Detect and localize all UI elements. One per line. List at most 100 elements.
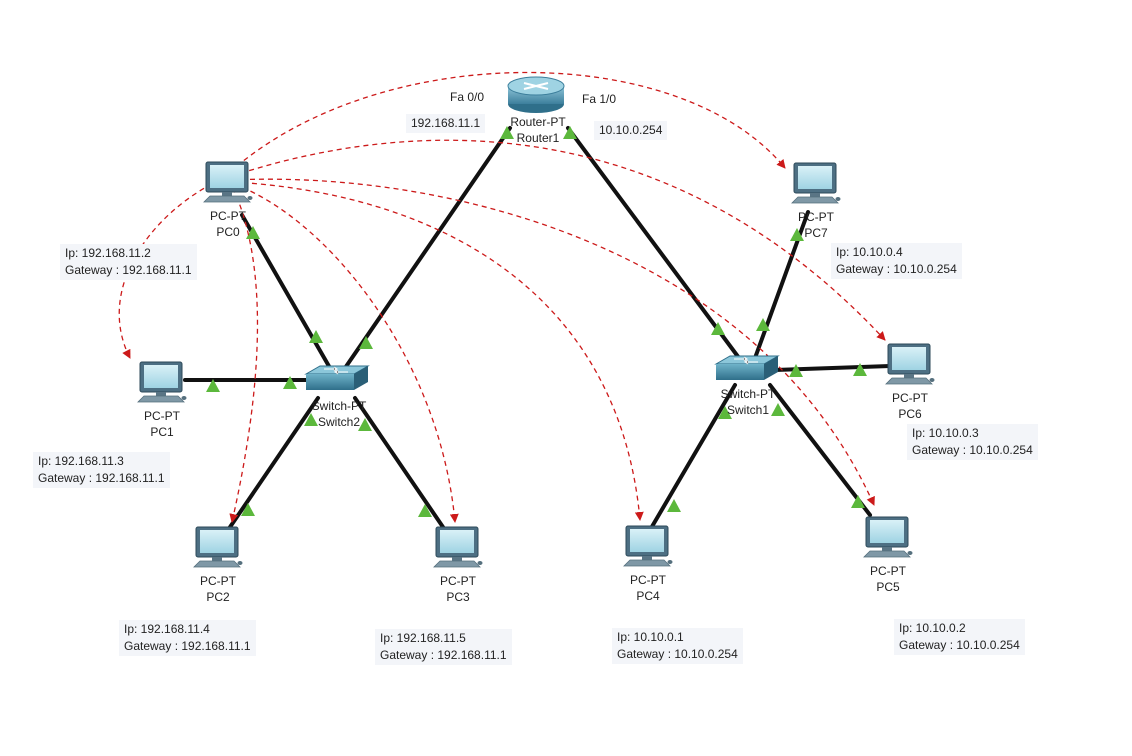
- link-up-indicator: [789, 364, 803, 377]
- pc3-type-label: PC-PT: [440, 574, 477, 588]
- link-up-indicator: [853, 363, 867, 376]
- pc5-address-note: Ip: 10.10.0.2 Gateway : 10.10.0.254: [894, 619, 1025, 655]
- link-up-indicator: [358, 418, 372, 431]
- pc2-ip: Ip: 192.168.11.4: [124, 622, 210, 636]
- link-up-indicator: [711, 322, 725, 335]
- router-ip-fa00: 192.168.11.1: [406, 114, 486, 133]
- router-router1[interactable]: [507, 76, 565, 113]
- pc5-ip: Ip: 10.10.0.2: [899, 621, 966, 635]
- pc3-ip: Ip: 192.168.11.5: [380, 631, 466, 645]
- router-interface-fa00: Fa 0/0: [450, 90, 485, 104]
- link-up-indicator: [718, 406, 732, 419]
- pc3-address-note: Ip: 192.168.11.5 Gateway : 192.168.11.1: [375, 629, 512, 665]
- pc7-name-label: PC7: [804, 226, 828, 240]
- pc1-address-note: Ip: 192.168.11.3 Gateway : 192.168.11.1: [33, 452, 170, 488]
- pc-device-pc0[interactable]: [203, 161, 253, 203]
- link-up-indicator: [283, 376, 297, 389]
- pc2-address-note: Ip: 192.168.11.4 Gateway : 192.168.11.1: [119, 620, 256, 656]
- pc2-gateway: Gateway : 192.168.11.1: [124, 639, 251, 653]
- ping-path-pc0-pc5: [231, 139, 886, 341]
- pc-device-pc5[interactable]: [863, 516, 913, 558]
- pc3-name-label: PC3: [446, 590, 470, 604]
- pc7-gateway: Gateway : 10.10.0.254: [836, 262, 957, 276]
- pc-device-pc6[interactable]: [885, 343, 935, 385]
- keyboard-icon: [193, 560, 241, 568]
- link-pc5-switch1[interactable]: [768, 383, 872, 517]
- ping-path-pc0-pc1: [118, 175, 229, 359]
- link-pc6-switch1[interactable]: [773, 364, 892, 372]
- ping-path-pc0-pc6: [231, 178, 875, 506]
- link-up-indicator: [563, 126, 577, 139]
- ping-paths: [118, 71, 886, 523]
- pc6-type-label: PC-PT: [892, 391, 929, 405]
- router-interface-fa10: Fa 1/0: [582, 92, 617, 106]
- link-up-indicator: [851, 495, 865, 508]
- ping-path-pc0-pc2: [229, 187, 259, 523]
- pc1-gateway: Gateway : 192.168.11.1: [38, 471, 165, 485]
- link-up-indicator: [756, 318, 770, 331]
- pc7-address-note: Ip: 10.10.0.4 Gateway : 10.10.0.254: [831, 243, 962, 279]
- pc1-name-label: PC1: [150, 425, 174, 439]
- pc4-name-label: PC4: [636, 589, 660, 603]
- switch-switch2[interactable]: [304, 365, 370, 390]
- link-up-indicator: [500, 126, 514, 139]
- keyboard-icon: [433, 560, 481, 568]
- switch1-name-label: Switch1: [727, 403, 769, 417]
- keyboard-icon: [885, 377, 933, 385]
- link-pc3-switch2[interactable]: [353, 396, 447, 532]
- link-up-indicator: [790, 228, 804, 241]
- router-type-label: Router-PT: [510, 115, 566, 129]
- switch2-name-label: Switch2: [318, 415, 360, 429]
- pc1-type-label: PC-PT: [144, 409, 181, 423]
- pc6-name-label: PC6: [898, 407, 922, 421]
- link-up-indicator: [206, 379, 220, 392]
- pc1-ip: Ip: 192.168.11.3: [38, 454, 124, 468]
- link-up-indicator: [246, 226, 260, 239]
- keyboard-icon: [137, 395, 185, 403]
- pc5-name-label: PC5: [876, 580, 900, 594]
- link-pc4-switch1[interactable]: [648, 383, 737, 532]
- pc-device-pc7[interactable]: [791, 162, 841, 204]
- pc-device-pc2[interactable]: [193, 526, 243, 568]
- pc4-gateway: Gateway : 10.10.0.254: [617, 647, 738, 661]
- pc-device-pc4[interactable]: [623, 525, 673, 567]
- network-links: [183, 126, 892, 532]
- switch2-type-label: Switch-PT: [312, 399, 367, 413]
- pc7-type-label: PC-PT: [798, 210, 835, 224]
- pc2-type-label: PC-PT: [200, 574, 237, 588]
- pc0-name-label: PC0: [216, 225, 240, 239]
- pc3-gateway: Gateway : 192.168.11.1: [380, 648, 507, 662]
- link-router-switch1[interactable]: [566, 126, 744, 364]
- pc-device-pc3[interactable]: [433, 526, 483, 568]
- switch-switch1[interactable]: [714, 355, 780, 380]
- keyboard-icon: [791, 196, 839, 204]
- pc2-name-label: PC2: [206, 590, 230, 604]
- pc6-ip: Ip: 10.10.0.3: [912, 426, 979, 440]
- keyboard-icon: [623, 559, 671, 567]
- pc7-ip: Ip: 10.10.0.4: [836, 245, 903, 259]
- link-up-indicator: [309, 330, 323, 343]
- pc6-gateway: Gateway : 10.10.0.254: [912, 443, 1033, 457]
- link-up-indicator: [241, 503, 255, 516]
- pc5-gateway: Gateway : 10.10.0.254: [899, 638, 1020, 652]
- pc5-type-label: PC-PT: [870, 564, 907, 578]
- link-up-indicator: [359, 336, 373, 349]
- link-up-indicator: [771, 403, 785, 416]
- keyboard-icon: [203, 195, 251, 203]
- pc0-ip: Ip: 192.168.11.2: [65, 246, 151, 260]
- link-status-indicators: [206, 126, 867, 517]
- link-up-indicator: [304, 413, 318, 426]
- link-up-indicator: [667, 499, 681, 512]
- link-router-switch2[interactable]: [343, 126, 512, 370]
- router-name-label: Router1: [517, 131, 560, 145]
- ping-path-pc0-pc7: [229, 71, 786, 173]
- pc-device-pc1[interactable]: [137, 361, 187, 403]
- link-up-indicator: [418, 504, 432, 517]
- pc0-address-note: Ip: 192.168.11.2 Gateway : 192.168.11.1: [60, 244, 197, 280]
- link-pc2-switch2[interactable]: [226, 396, 320, 532]
- keyboard-icon: [863, 550, 911, 558]
- pc6-address-note: Ip: 10.10.0.3 Gateway : 10.10.0.254: [907, 424, 1038, 460]
- switch1-type-label: Switch-PT: [721, 387, 776, 401]
- pc-devices: PC-PTPC0PC-PTPC1PC-PTPC2PC-PTPC3PC-PTPC4…: [137, 161, 935, 604]
